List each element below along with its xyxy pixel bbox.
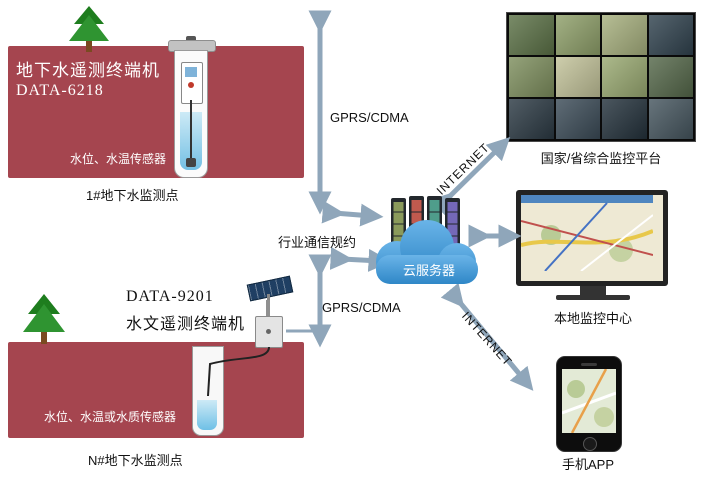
wall-screen-tile [602,57,647,97]
ground-block-site1 [8,46,304,178]
wall-screen-tile [555,57,600,97]
phone-home-button [583,437,597,451]
terminal-led [266,329,271,334]
wall-screen-tile [555,15,600,55]
link-label-gprs-bottom: GPRS/CDMA [322,300,401,315]
site2-sensor-label: 水位、水温或水质传感器 [44,410,177,424]
wall-screen-tile [509,57,554,97]
site2-label: N#地下水监测点 [88,453,183,468]
sensor-cable [190,100,192,162]
wall-screen-tile [602,99,647,139]
tree-icon [69,6,109,52]
link-label-gprs-top: GPRS/CDMA [330,110,409,125]
site1-sensor-label: 水位、水温传感器 [70,152,167,166]
instrument-screen [185,67,197,77]
wall-screen-tile [509,15,554,55]
link-label-industry-protocol: 行业通信规约 [278,235,357,250]
well-cap-knob [186,36,196,42]
monitoring-well-site2 [192,346,224,436]
phone-screen [562,369,616,433]
telemetry-instrument [181,62,203,104]
arrow-protocol-upper [321,200,384,227]
solar-mast [267,294,270,304]
wall-screen-tile [648,57,693,97]
site1-label: 1#地下水监测点 [86,188,179,203]
arrow-protocol-lower [329,246,392,272]
wall-screen-tile [648,15,693,55]
tree-trunk [86,39,92,52]
phone-speaker [581,363,597,366]
tree-icon [23,294,65,344]
telemetry-terminal-box [255,316,283,348]
wall-screen-tile [555,99,600,139]
cloud-server-label: 云服务器 [402,263,455,278]
site1-device-model: DATA-6218 [16,82,104,99]
server-rack-icons [391,196,460,252]
monitor-map [520,195,654,272]
site2-device-title: 水文遥测终端机 [126,316,246,333]
instrument-indicator [188,82,194,88]
wall-screen-tile [648,99,693,139]
monitoring-video-wall [506,12,696,142]
monitoring-well-site1 [168,36,216,178]
link-label-internet-bottom: INTERNET [459,309,515,369]
tree-trunk [41,330,47,344]
local-monitor-screen [516,190,668,286]
link-label-internet-top: INTERNET [433,140,493,198]
local-monitor-label: 本地监控中心 [553,311,632,326]
wall-screen-tile [602,15,647,55]
solar-panel [246,275,294,302]
well-water [197,400,217,430]
phone-app-label: 手机APP [561,457,614,472]
video-wall-label: 国家/省综合监控平台 [540,151,662,166]
monitor-stand-base [556,295,630,300]
smartphone [556,356,622,452]
site2-device-model: DATA-9201 [126,288,214,305]
wall-screen-tile [509,99,554,139]
site1-device-title: 地下水遥测终端机 [16,61,160,80]
monitor-stand-neck [580,286,606,295]
water-sensor [186,158,196,167]
